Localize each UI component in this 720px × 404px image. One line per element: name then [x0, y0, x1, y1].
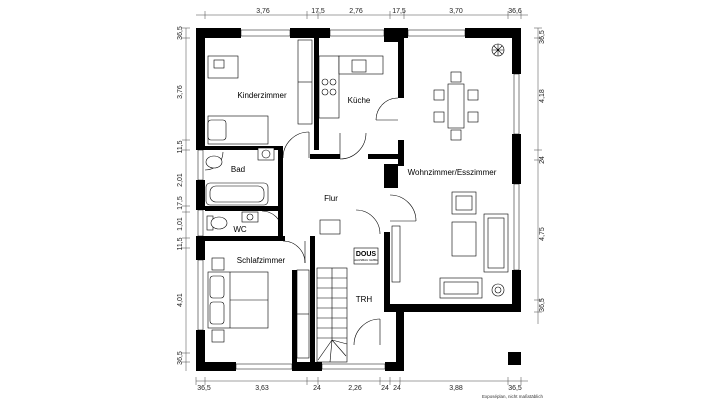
walls — [196, 28, 521, 371]
child-bed — [207, 115, 269, 145]
dining-table — [433, 71, 479, 141]
dim-right-1: 36,5 — [539, 30, 546, 44]
dim-left-3: 11,5 — [177, 140, 184, 153]
dim-left-8: 4,01 — [177, 293, 184, 307]
dim-left-6: 1,01 — [177, 217, 184, 231]
dim-right-4: 4,75 — [539, 227, 546, 241]
dim-left-7: 11,5 — [177, 237, 184, 250]
dim-bottom-1: 36,5 — [197, 385, 211, 392]
dim-left-1: 36,5 — [177, 26, 184, 40]
coffee-table — [451, 221, 477, 257]
dim-bottom-5: 24 — [381, 385, 389, 392]
dim-bottom-4: 2,26 — [348, 385, 362, 392]
doors — [204, 97, 417, 346]
hall-cabinet — [319, 219, 341, 235]
staircase — [316, 267, 348, 363]
dim-left-9: 36,5 — [177, 351, 184, 365]
kitchen-counter — [318, 55, 384, 119]
room-label-bad: Bad — [231, 165, 245, 174]
bath-sink — [257, 147, 275, 161]
room-label-flur: Flur — [324, 194, 338, 203]
desk — [207, 55, 239, 79]
plant-2 — [491, 283, 505, 297]
dim-right-2: 4,18 — [539, 89, 546, 103]
dim-right-3: 24 — [539, 156, 546, 164]
dim-left-4: 2,01 — [177, 173, 184, 187]
nightstands — [211, 257, 225, 343]
dim-top-2: 17,5 — [311, 8, 325, 15]
bathtub — [205, 182, 269, 206]
dim-bottom-8: 36,5 — [508, 385, 522, 392]
wc-sink — [241, 211, 259, 223]
room-label-wohnzimmer: Wohnzimmer/Esszimmer — [408, 168, 497, 177]
room-label-schlafzimmer: Schlafzimmer — [237, 256, 286, 265]
room-label-trh: TRH — [356, 295, 373, 304]
dim-bottom-7: 3,88 — [449, 385, 463, 392]
wc-toilet — [206, 215, 228, 231]
dim-right-5: 36,5 — [539, 298, 546, 312]
sofa-bottom — [439, 277, 483, 299]
bedroom-wardrobe — [296, 269, 310, 359]
room-label-kinderzimmer: Kinderzimmer — [237, 91, 287, 100]
plant — [491, 43, 505, 57]
windows — [197, 29, 520, 370]
dim-left-2: 3,76 — [177, 85, 184, 99]
double-bed — [207, 271, 269, 329]
room-label-wc: WC — [233, 225, 247, 234]
dim-top-3: 2,76 — [349, 8, 363, 15]
dim-bottom-6: 24 — [393, 385, 401, 392]
wardrobe — [297, 39, 313, 125]
dim-bottom-2: 3,63 — [255, 385, 269, 392]
dim-top-4: 17,5 — [392, 8, 406, 15]
sofa — [483, 213, 509, 273]
logo-name: DOUS — [356, 251, 377, 258]
bath-toilet — [205, 155, 223, 169]
logo-sub: HAUSBAU GMBH — [354, 258, 378, 262]
dim-top-5: 3,70 — [449, 8, 463, 15]
logo-box: DOUS HAUSBAU GMBH — [353, 247, 379, 265]
footer-note: Exposéplan, nicht maßstäblich — [482, 394, 544, 399]
armchair — [451, 191, 477, 215]
dimension-lines — [182, 11, 542, 385]
dim-bottom-3: 24 — [313, 385, 321, 392]
dim-left-5: 17,5 — [177, 196, 184, 210]
room-label-kueche: Küche — [348, 96, 371, 105]
dim-top-1: 3,76 — [256, 8, 270, 15]
dim-top-6: 36,6 — [508, 8, 522, 15]
exterior-marker — [508, 352, 521, 365]
tv-cabinet — [391, 225, 401, 283]
